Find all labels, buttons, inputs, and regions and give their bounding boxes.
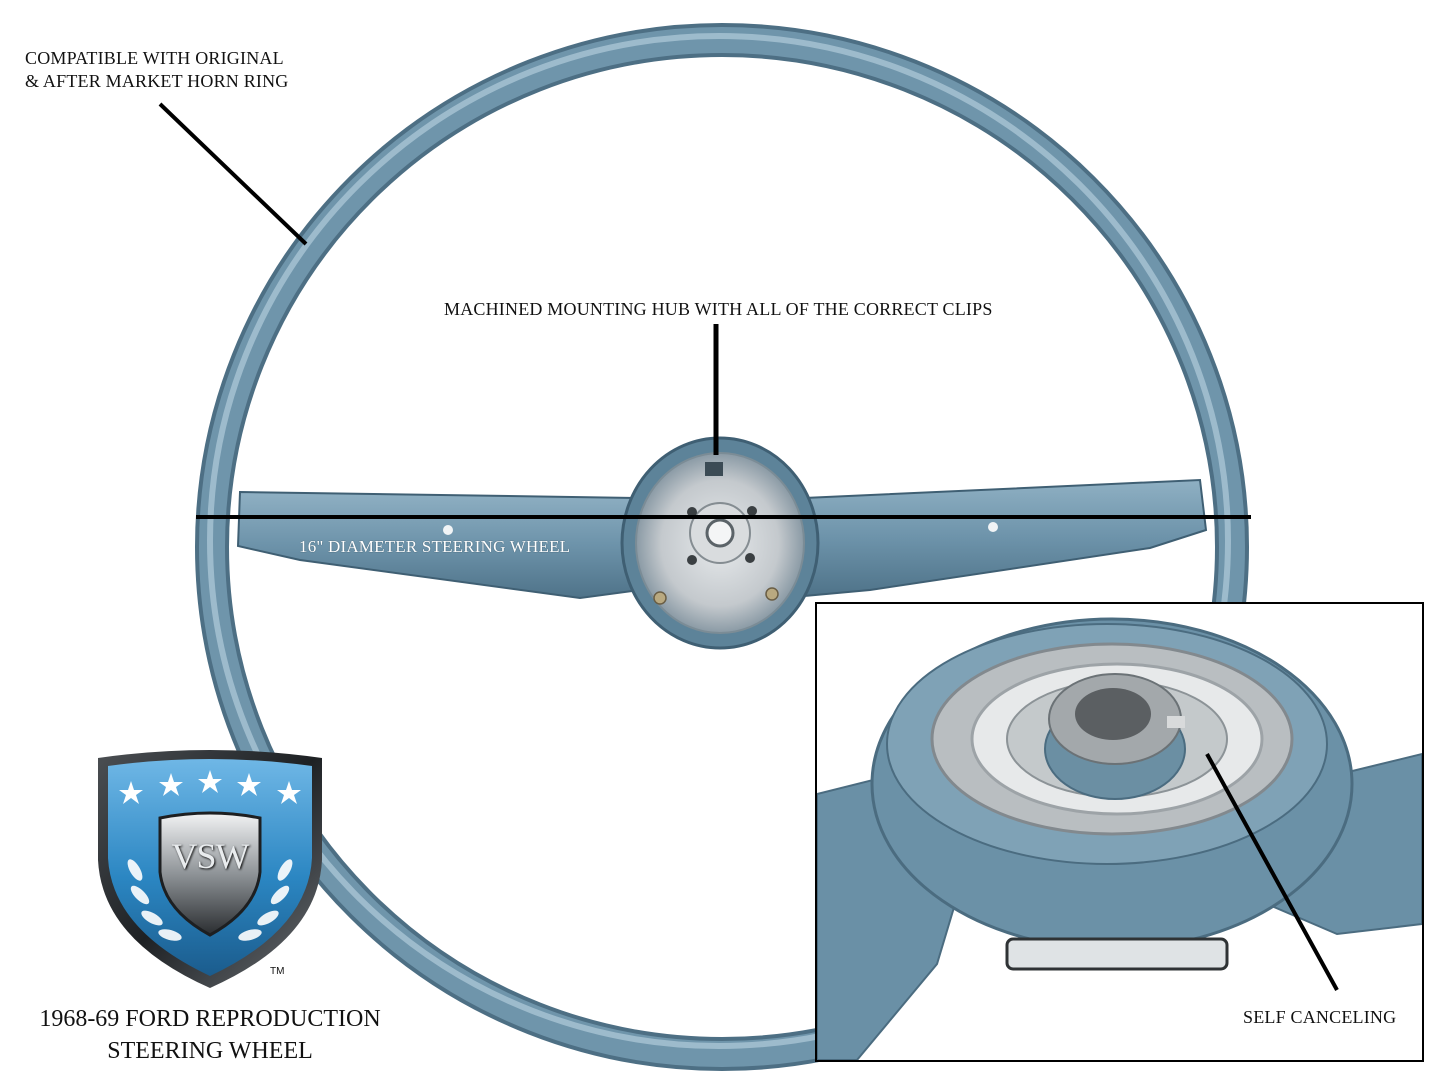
self-canceling-label: SELF CANCELING: [1243, 1007, 1397, 1027]
hub-closeup-illustration: [817, 617, 1422, 1060]
mounting-hub: [620, 436, 820, 650]
self-canceling-closeup-inset: SELF CANCELING: [815, 602, 1424, 1062]
self-canceling-pointer-line: [1205, 753, 1339, 991]
diameter-label: 16" DIAMETER STEERING WHEEL: [299, 537, 571, 556]
caption-line1: 1968-69 FORD REPRODUCTION: [39, 1006, 381, 1032]
horn-ring-pointer-line: [158, 102, 308, 246]
horn-ring-label-line1: COMPATIBLE WITH ORIGINAL: [25, 48, 284, 68]
trademark-mark: TM: [270, 966, 285, 977]
wheel-rim: [195, 23, 1249, 1071]
horn-ring-label-line2: & AFTER MARKET HORN RING: [25, 71, 289, 91]
product-caption: 1968-69 FORD REPRODUCTION STEERING WHEEL: [20, 1003, 400, 1067]
caption-line2: STEERING WHEEL: [107, 1038, 313, 1064]
logo-initials: VSW: [171, 836, 250, 876]
hub-label: MACHINED MOUNTING HUB WITH ALL OF THE CO…: [444, 299, 993, 319]
